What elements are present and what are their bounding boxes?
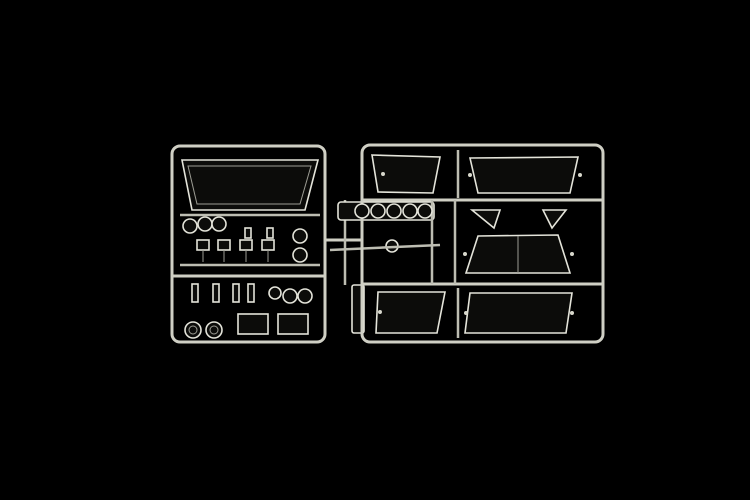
left-sprue-frame — [170, 144, 327, 344]
headlight-lens-row — [354, 203, 433, 219]
lamp-parts — [196, 227, 275, 262]
side-window-parts — [371, 154, 579, 334]
right-sprue-frame — [360, 143, 605, 344]
sprue-gates — [378, 172, 582, 315]
windshield-part — [181, 159, 320, 211]
round-lens-parts — [182, 216, 308, 263]
ring-parts — [184, 321, 223, 339]
center-connector — [325, 200, 441, 334]
small-window-parts — [237, 313, 309, 335]
pin-parts — [191, 283, 313, 304]
